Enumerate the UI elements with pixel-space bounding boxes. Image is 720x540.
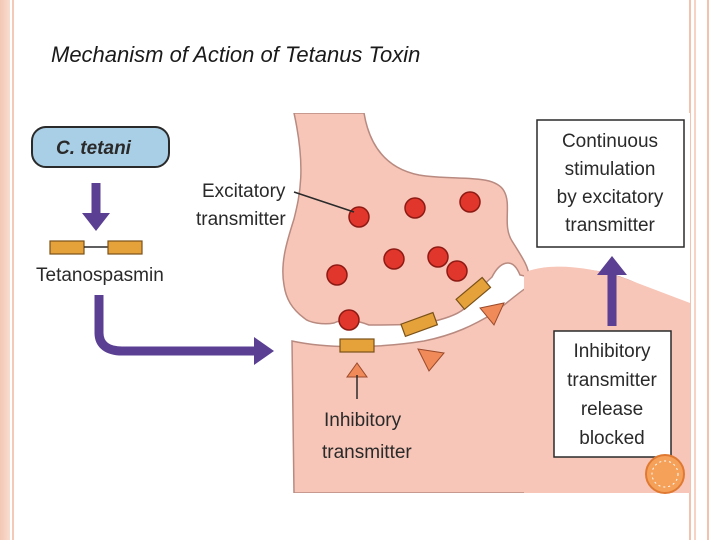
- diagram-canvas: C. tetani Tetanospasmin Excitatory trans…: [24, 113, 690, 493]
- toxin-delivery-arrowhead: [254, 337, 274, 365]
- outcome-box: [536, 119, 685, 248]
- toxin-molecule: [455, 276, 492, 311]
- blocked-line2: transmitter: [567, 370, 657, 391]
- slide-right-border-line: [707, 0, 709, 540]
- slide-title: Mechanism of Action of Tetanus Toxin: [51, 42, 421, 67]
- toxin-molecule: [339, 338, 375, 353]
- vesicle: [326, 264, 348, 286]
- ornament-ring: [651, 460, 679, 488]
- corner-ornament-graphic: [645, 454, 685, 494]
- slide-right-border-line: [689, 0, 691, 540]
- vesicle: [427, 246, 449, 268]
- vesicle: [459, 191, 481, 213]
- inhibitory-vesicle: [417, 348, 445, 372]
- outcome-line3: by excitatory: [557, 187, 664, 208]
- toxin-molecule: [400, 311, 439, 338]
- inhibitory-label-line1: Inhibitory: [324, 410, 402, 431]
- vesicle: [348, 206, 370, 228]
- outcome-line4: transmitter: [565, 215, 655, 236]
- corner-ornament: [643, 449, 687, 495]
- organism-box: [31, 126, 170, 168]
- blocked-line4: blocked: [579, 428, 645, 449]
- up-arrow-head: [597, 256, 627, 275]
- slide-left-border-line: [12, 0, 14, 540]
- down-arrow-head: [82, 213, 110, 231]
- excitatory-pointer: [293, 191, 355, 213]
- toxin-icon: [107, 240, 143, 255]
- excitatory-label-line2: transmitter: [196, 209, 286, 230]
- slide-left-border: [0, 0, 10, 540]
- inhibitory-vesicle: [479, 302, 505, 326]
- toxin-icon: [49, 240, 85, 255]
- vesicle: [446, 260, 468, 282]
- inhibitory-label-line2: transmitter: [322, 442, 412, 463]
- toxin-label: Tetanospasmin: [36, 265, 164, 286]
- toxin-molecules: [339, 276, 492, 353]
- vesicle: [338, 309, 360, 331]
- tetanus-toxin-diagram: C. tetani Tetanospasmin Excitatory trans…: [24, 113, 690, 493]
- toxin-delivery-arrow: [94, 295, 256, 356]
- outcome-line1: Continuous: [562, 131, 658, 152]
- organism-label: C. tetani: [56, 138, 132, 159]
- blocked-line1: Inhibitory: [573, 341, 651, 362]
- blocked-line3: release: [581, 399, 643, 420]
- outcome-line2: stimulation: [565, 159, 656, 180]
- blocked-box: [553, 330, 672, 458]
- excitatory-label-line1: Excitatory: [202, 181, 286, 202]
- slide-right-border-line: [694, 0, 696, 540]
- vesicle: [404, 197, 426, 219]
- vesicle: [383, 248, 405, 270]
